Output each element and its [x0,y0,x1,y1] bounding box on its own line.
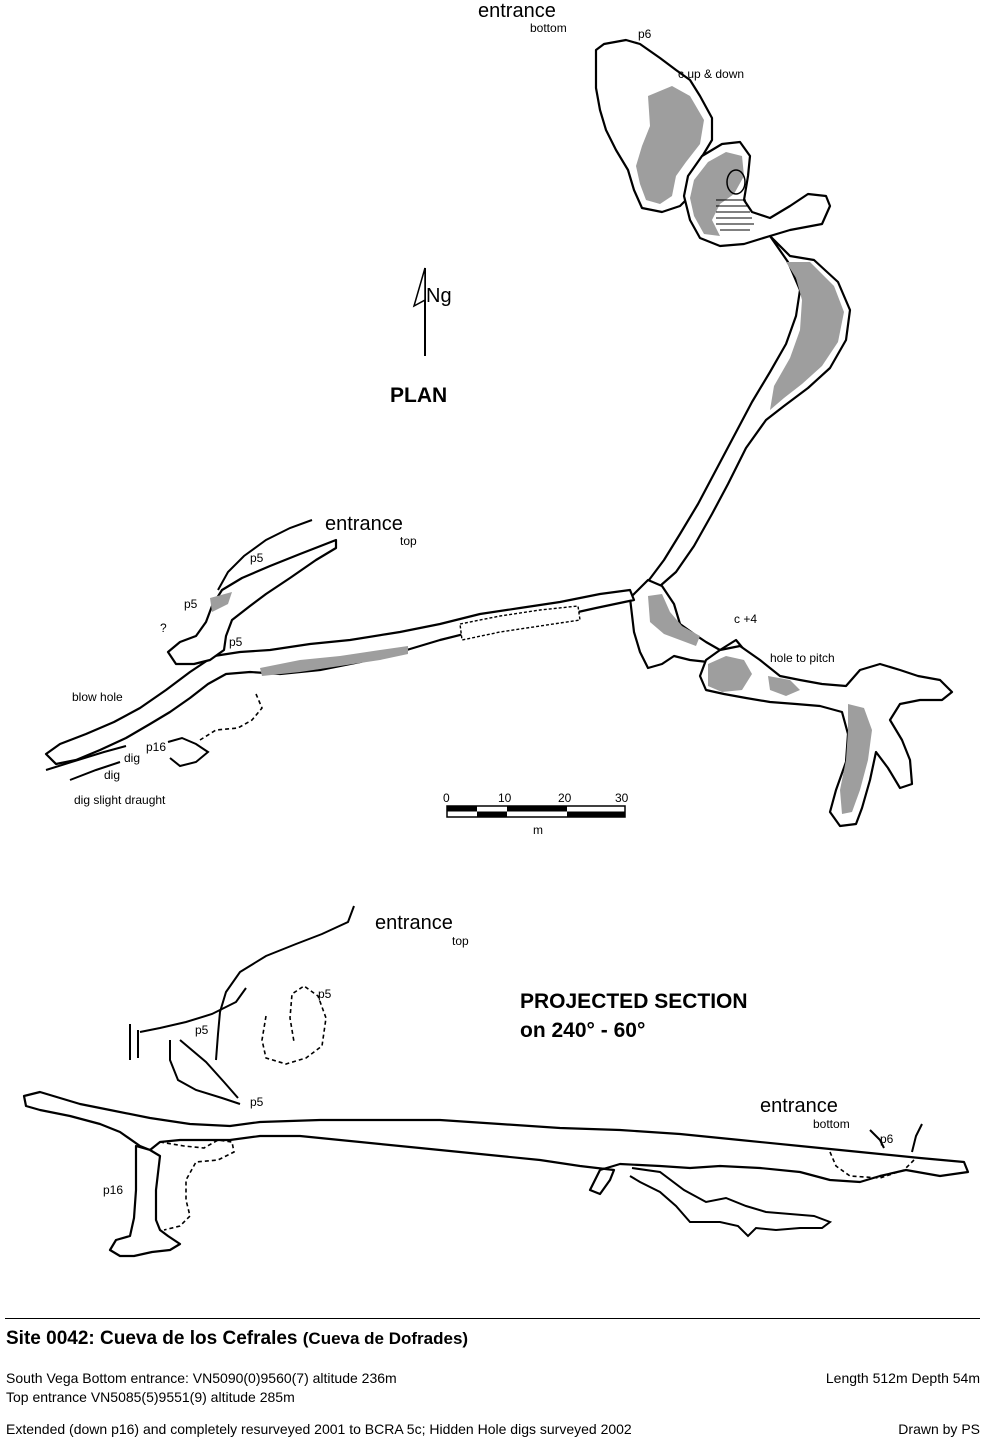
section-entrance-top-sublabel: top [452,934,469,948]
plan-label-c-plus4: c +4 [734,612,757,626]
site-title: Site 0042: Cueva de los Cefrales (Cueva … [6,1328,468,1350]
section-view [22,905,970,1258]
site-alt-name: (Cueva de Dofrades) [302,1329,469,1348]
footer-drawn-by: Drawn by PS [898,1421,980,1437]
plan-top-entrance-passage [166,538,338,666]
plan-lake-water [716,199,754,231]
plan-heading: PLAN [390,384,447,407]
scale-unit: m [533,823,543,837]
section-label-p16: p16 [103,1183,123,1197]
section-entrance-top-label: entrance [375,912,453,934]
section-main-passage [22,1090,970,1196]
scale-tick-20: 20 [558,791,572,805]
section-p5-shaft-dashed [261,985,327,1065]
plan-southeast-fill-a [708,656,752,692]
plan-label-dig-draught: dig slight draught [74,793,166,807]
section-p16-shaft [108,1144,182,1258]
section-label-p5-a: p5 [318,987,332,1001]
survey-footer: Site 0042: Cueva de los Cefrales (Cueva … [0,1318,985,1439]
plan-entrance-bottom-label: entrance [478,0,556,22]
site-title-main: Site 0042: Cueva de los Cefrales [6,1328,298,1349]
plan-chamber-floor-fill [636,86,704,204]
plan-junction-fill [648,594,700,646]
section-top-entrance-slope [215,905,355,1061]
section-p5-drop-b [129,1024,239,1099]
scale-tick-10: 10 [498,791,512,805]
plan-entrance-bottom-sublabel: bottom [530,21,567,35]
plan-dig-dashed-edge [199,693,263,741]
plan-label-p6: p6 [638,27,652,41]
section-heading-line2: on 240° - 60° [520,1019,645,1042]
plan-label-p5-b: p5 [184,597,198,611]
plan-southeast-fill-c [840,704,872,814]
plan-boulder-ellipse [726,169,746,195]
plan-top-passage-fill [210,592,232,612]
footer-bottom-entrance-line: South Vega Bottom entrance: VN5090(0)956… [6,1370,397,1386]
scale-tick-30: 30 [615,791,629,805]
plan-label-question: ? [160,621,167,635]
section-entrance-bottom-sublabel: bottom [813,1117,850,1131]
plan-label-p5-a: p5 [250,551,264,565]
plan-label-p5-c: p5 [229,635,243,649]
scale-bar [446,805,626,818]
plan-label-dig-1: dig [124,751,140,765]
section-bottom-entrance-edge [869,1123,923,1153]
plan-entrance-top-label: entrance [325,513,403,535]
plan-label-c-up-down: c up & down [678,67,744,81]
plan-label-blow-hole: blow hole [72,690,123,704]
plan-boulder-band [459,605,581,641]
north-arrow [412,267,426,356]
section-label-p6: p6 [880,1132,894,1146]
section-heading-line1: PROJECTED SECTION [520,990,748,1013]
footer-top-entrance-line: Top entrance VN5085(5)9551(9) altitude 2… [6,1389,295,1405]
footer-survey-note: Extended (down p16) and completely resur… [6,1421,632,1437]
section-lower-series [629,1167,833,1238]
plan-label-dig-2: dig [104,768,120,782]
section-top-entrance-lower [139,987,247,1033]
footer-stats: Length 512m Depth 54m [825,1370,980,1386]
footer-rule [5,1318,980,1319]
plan-top-entrance-wall-upper [217,519,313,591]
plan-entrance-top-sublabel: top [400,534,417,548]
plan-view [44,38,954,828]
plan-main-passage-fill [770,262,844,410]
plan-west-passage-fill-a [260,646,408,676]
plan-label-hole-to-pitch: hole to pitch [770,651,835,665]
plan-southeast-fill-b [768,676,800,696]
section-p16-dashed-loop [159,1139,235,1231]
section-p5-drop [169,1040,241,1105]
plan-southeast-branch [698,644,954,828]
scale-tick-0: 0 [443,791,450,805]
section-label-p5-b: p5 [195,1023,209,1037]
plan-north-label: Ng [426,285,452,307]
section-entrance-bottom-label: entrance [760,1095,838,1117]
plan-western-dig-lines [45,736,210,781]
plan-label-p16: p16 [146,740,166,754]
section-label-p5-c: p5 [250,1095,264,1109]
